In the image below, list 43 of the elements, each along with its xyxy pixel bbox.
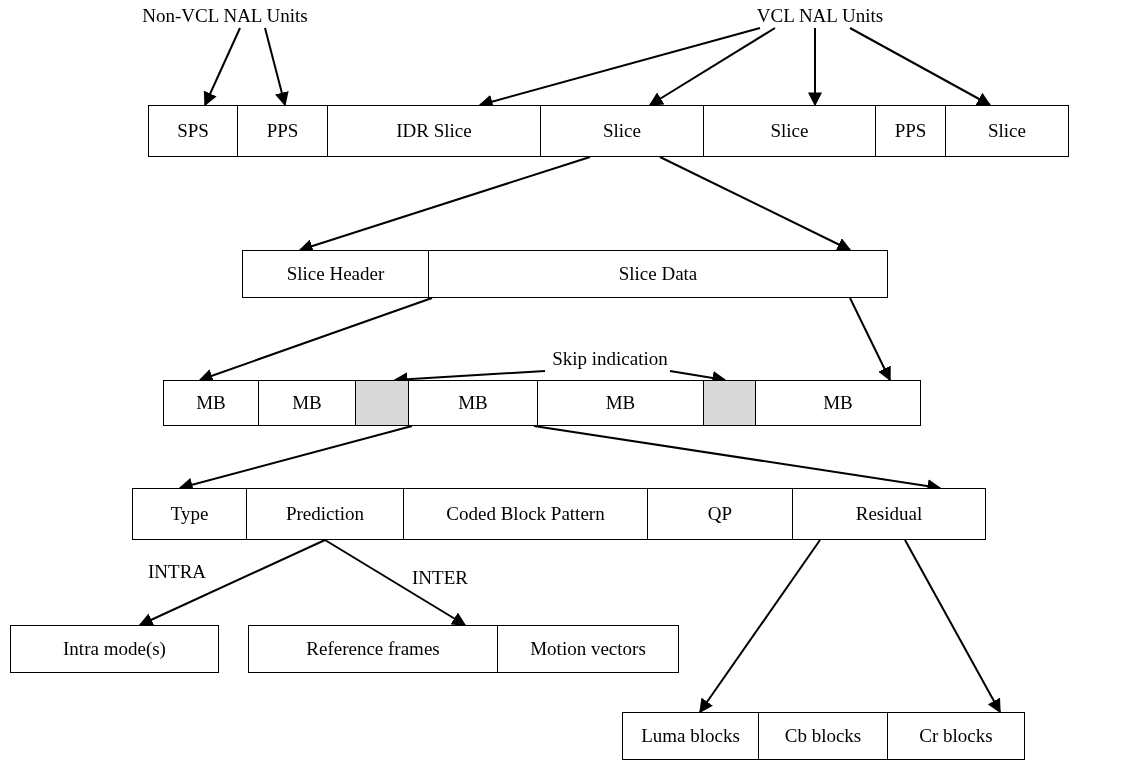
field-box: IDR Slice [327, 105, 541, 157]
node-label: Non-VCL NAL Units [140, 4, 310, 28]
node-label: Skip indication [535, 347, 685, 371]
field-box: Type [132, 488, 247, 540]
field-box: Cr blocks [887, 712, 1025, 760]
field-box: PPS [237, 105, 328, 157]
field-box: MB [537, 380, 704, 426]
field-box: QP [647, 488, 793, 540]
field-box: Coded Block Pattern [403, 488, 648, 540]
field-box: Slice [540, 105, 704, 157]
arrow [849, 297, 891, 382]
edge-label: INTRA [148, 562, 207, 581]
arrow [699, 539, 821, 714]
field-box: Slice Data [428, 250, 888, 298]
arrow [904, 539, 1001, 714]
field-box: Slice Header [242, 250, 429, 298]
field-box: MB [163, 380, 259, 426]
edge-label: INTER [412, 568, 468, 587]
arrow [264, 27, 289, 107]
arrow [849, 27, 992, 106]
field-box: Slice [703, 105, 876, 157]
field-box: Intra mode(s) [10, 625, 219, 673]
field-box: Luma blocks [622, 712, 759, 760]
field-box: MB [755, 380, 921, 426]
field-box: SPS [148, 105, 238, 157]
arrow [324, 539, 467, 626]
arrow [659, 156, 852, 251]
arrow [808, 27, 822, 107]
field-box: Slice [945, 105, 1069, 157]
arrow [648, 27, 776, 106]
node-label: VCL NAL Units [745, 4, 895, 28]
field-box: PPS [875, 105, 946, 157]
arrow [138, 539, 326, 627]
field-box: Cb blocks [758, 712, 888, 760]
field-box: MB [408, 380, 538, 426]
field-box: MB [258, 380, 356, 426]
shaded-box [355, 380, 409, 426]
field-box: Residual [792, 488, 986, 540]
field-box: Reference frames [248, 625, 498, 673]
arrow [203, 27, 241, 107]
field-box: Motion vectors [497, 625, 679, 673]
shaded-box [703, 380, 756, 426]
field-box: Prediction [246, 488, 404, 540]
